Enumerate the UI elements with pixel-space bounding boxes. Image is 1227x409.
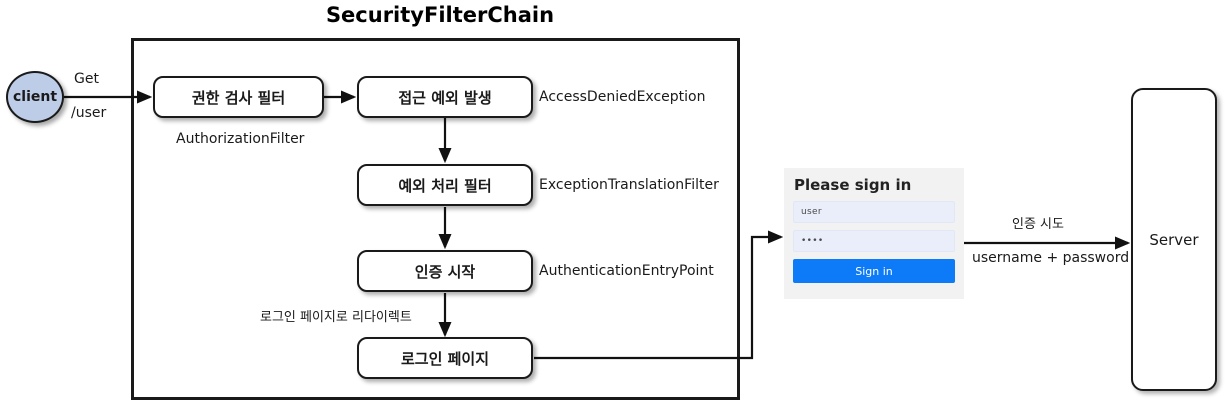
signin-card: Please sign in user •••• Sign in (784, 168, 964, 299)
password-input[interactable]: •••• (793, 230, 955, 252)
page-title: SecurityFilterChain (325, 3, 555, 27)
security-filter-chain-container (131, 38, 740, 400)
box-exception-translation-filter[interactable]: 예외 처리 필터 (357, 164, 533, 206)
box-authorization-filter[interactable]: 권한 검사 필터 (153, 76, 324, 118)
request-path-label: /user (71, 105, 107, 121)
signin-submit-button[interactable]: Sign in (793, 259, 955, 283)
server-label: Server (1149, 230, 1199, 249)
annotation-auth-attempt: 인증 시도 (1012, 217, 1064, 232)
box-authentication-entry-point-label: 인증 시작 (414, 262, 476, 281)
box-login-page[interactable]: 로그인 페이지 (357, 337, 533, 379)
username-input[interactable]: user (793, 201, 955, 223)
annotation-authorization-filter: AuthorizationFilter (176, 131, 305, 147)
annotation-redirect-to-login: 로그인 페이지로 리다이렉트 (260, 310, 412, 325)
box-access-denied-label: 접근 예외 발생 (398, 88, 492, 107)
signin-heading: Please sign in (794, 176, 912, 194)
password-input-value: •••• (801, 236, 824, 246)
annotation-exception-translation-filter: ExceptionTranslationFilter (539, 177, 719, 193)
client-node: client (6, 71, 64, 123)
box-login-page-label: 로그인 페이지 (400, 349, 490, 368)
request-method-label: Get (74, 71, 99, 87)
username-input-value: user (801, 207, 822, 217)
annotation-authentication-entry-point: AuthenticationEntryPoint (539, 263, 714, 279)
annotation-credentials: username + password (972, 250, 1130, 266)
signin-submit-button-label: Sign in (855, 264, 893, 278)
client-label: client (12, 89, 58, 105)
box-authentication-entry-point[interactable]: 인증 시작 (357, 250, 533, 292)
annotation-access-denied-exception: AccessDeniedException (539, 89, 706, 105)
box-exception-translation-filter-label: 예외 처리 필터 (398, 176, 492, 195)
server-node: Server (1131, 88, 1217, 391)
box-authorization-filter-label: 권한 검사 필터 (191, 88, 286, 107)
box-access-denied[interactable]: 접근 예외 발생 (357, 76, 533, 118)
